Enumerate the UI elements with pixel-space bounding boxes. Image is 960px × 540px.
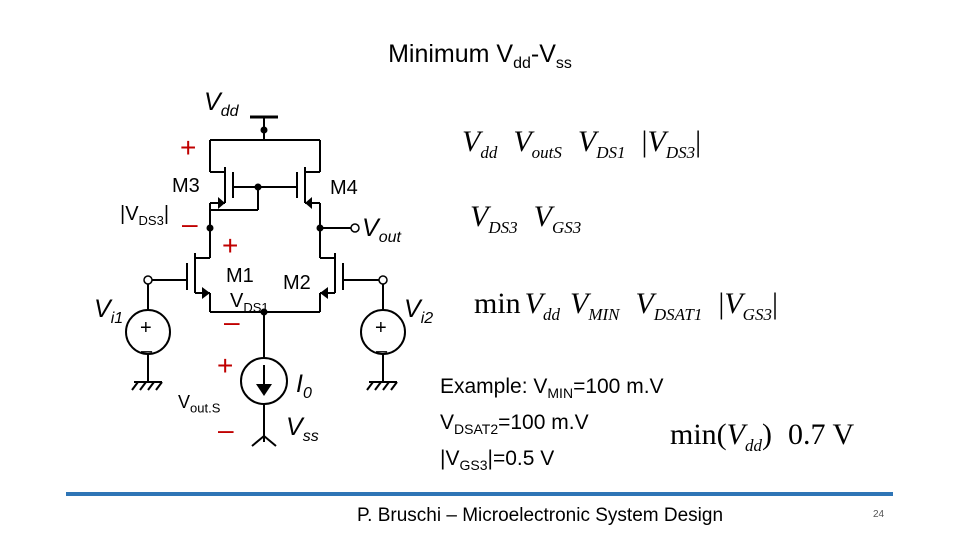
vi1-plus: + <box>140 317 152 339</box>
m4-label: M4 <box>330 177 358 199</box>
vi2-plus: + <box>375 317 387 339</box>
example-block: Example: VMIN=100 m.V VDSAT2=100 m.V |VG… <box>440 372 664 481</box>
m2-label: M2 <box>283 272 311 294</box>
gate-node <box>254 183 262 191</box>
vi1-minus: – <box>141 340 153 362</box>
vds1-plus: + <box>222 230 239 261</box>
vds3-plus: + <box>180 132 197 163</box>
page-number: 24 <box>873 509 885 520</box>
vout-terminal <box>350 223 360 233</box>
tail-node <box>260 308 268 316</box>
m3-label: M3 <box>172 175 200 197</box>
vds3-label: |VDS3| <box>120 203 170 228</box>
vdd-node <box>260 126 268 134</box>
example-line-3: |VGS3|=0.5 V <box>440 447 555 474</box>
slide-title: Minimum Vdd-Vss <box>388 40 572 72</box>
vouts-plus: + <box>217 350 234 381</box>
vds1-label: VDS1 <box>230 290 269 315</box>
vout-label: Vout <box>362 214 401 246</box>
vouts-label: Vout.S <box>178 392 221 416</box>
equation-4: min(Vdd)0.7 V <box>670 418 855 455</box>
vss-label: Vss <box>286 413 319 445</box>
m1-label: M1 <box>226 265 254 287</box>
vi2-label: Vi2 <box>404 295 434 327</box>
vdd-label: Vdd <box>204 88 239 120</box>
i0-label: I0 <box>296 370 312 402</box>
footer-rule <box>66 492 893 496</box>
vi1-terminal <box>143 275 153 285</box>
vout-node <box>316 224 324 232</box>
footer-text: P. Bruschi – Microelectronic System Desi… <box>356 505 724 526</box>
example-line-1: Example: VMIN=100 m.V <box>440 375 664 402</box>
vds1-minus: – <box>224 306 240 337</box>
example-line-2: VDSAT2=100 m.V <box>440 411 589 438</box>
m3-drain-node <box>206 224 214 232</box>
vi2-minus: – <box>376 340 388 362</box>
vds3-minus: – <box>182 208 198 239</box>
vouts-minus: – <box>218 414 234 445</box>
vi2-terminal <box>378 275 388 285</box>
vi1-label: Vi1 <box>94 295 124 327</box>
